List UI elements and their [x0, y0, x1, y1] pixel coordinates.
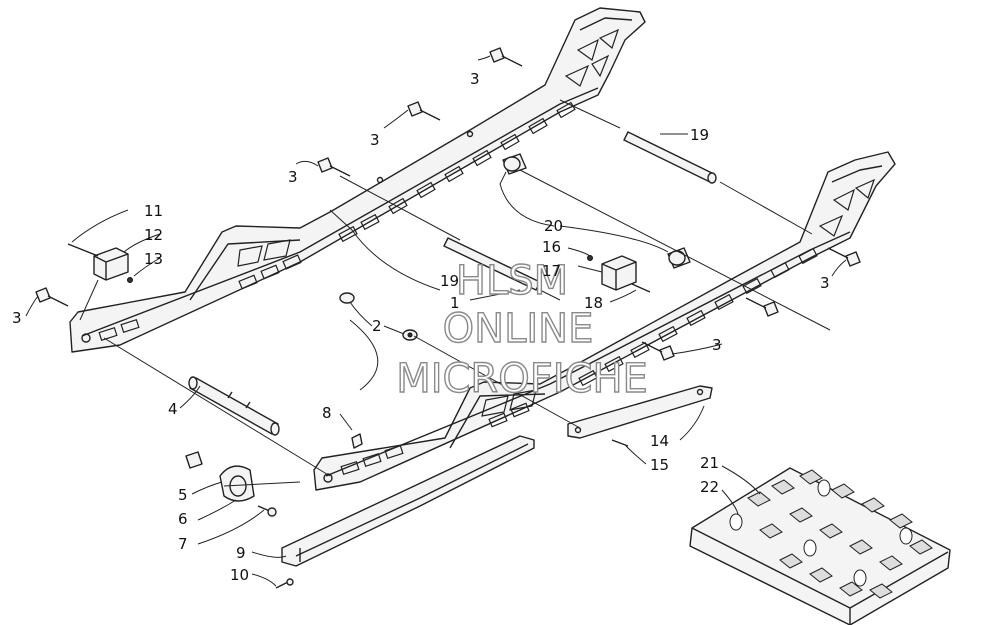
callout-12: 12 [144, 226, 163, 244]
leader-lines [25, 55, 847, 587]
callout-3-upper-left: 3 [288, 168, 298, 186]
callout-11: 11 [144, 202, 163, 220]
callout-3-upper-mid: 3 [370, 131, 380, 149]
watermark-line2: ONLINE [443, 306, 594, 352]
callout-22: 22 [700, 478, 719, 496]
spacer-washers [339, 292, 418, 341]
idler-wheel-mount [185, 451, 277, 517]
upper-rail-slots [98, 28, 619, 342]
rear-stop-block [67, 243, 133, 283]
slide-wear-strip [275, 433, 535, 589]
callout-4: 4 [168, 400, 178, 418]
callout-6: 6 [178, 510, 188, 528]
screw-3a [489, 47, 523, 67]
watermark-line3: MICROFICHE [396, 356, 648, 402]
callout-14: 14 [650, 432, 669, 450]
stop-block-center [587, 255, 651, 293]
cross-shaft-upper [623, 131, 717, 184]
callout-3-right: 3 [820, 274, 830, 292]
watermark-line1: HLSM [456, 258, 568, 304]
callout-3-left: 3 [12, 309, 22, 327]
screw-3g [641, 341, 675, 361]
callout-10: 10 [230, 566, 249, 584]
screw-3d [35, 287, 69, 307]
callout-5: 5 [178, 486, 188, 504]
callout-15: 15 [650, 456, 669, 474]
lower-rail-slots [340, 178, 875, 476]
callout-labels: 1 2 3 3 3 3 3 3 4 5 6 7 8 9 10 11 12 13 … [12, 70, 830, 584]
callout-17: 17 [542, 262, 561, 280]
callout-8: 8 [322, 404, 332, 422]
callout-19-top: 19 [690, 126, 709, 144]
callout-2: 2 [372, 317, 382, 335]
cap-screws [35, 47, 861, 361]
bushing-20-a [502, 153, 527, 175]
callout-19-mid: 19 [440, 272, 459, 290]
screw-3b [407, 101, 441, 121]
screw-3e [827, 247, 861, 267]
callout-16: 16 [542, 238, 561, 256]
callout-13: 13 [144, 250, 163, 268]
callout-1: 1 [450, 294, 460, 312]
callout-3-top: 3 [470, 70, 480, 88]
screw-3c [317, 157, 351, 177]
watermark: HLSM ONLINE MICROFICHE [395, 257, 648, 402]
callout-7: 7 [178, 535, 188, 553]
callout-21: 21 [700, 454, 719, 472]
callout-9: 9 [236, 544, 246, 562]
callout-3-right-mid: 3 [712, 336, 722, 354]
lower-rail [313, 151, 896, 491]
callout-20: 20 [544, 217, 563, 235]
stabilizer-bar [567, 385, 713, 447]
callout-18: 18 [584, 294, 603, 312]
track-section [689, 467, 951, 625]
upper-rail [69, 7, 646, 353]
screw-3f [745, 297, 779, 317]
axle-shaft [188, 376, 280, 436]
bushing-20-b [667, 247, 691, 269]
cross-shaft-middle [443, 237, 541, 291]
